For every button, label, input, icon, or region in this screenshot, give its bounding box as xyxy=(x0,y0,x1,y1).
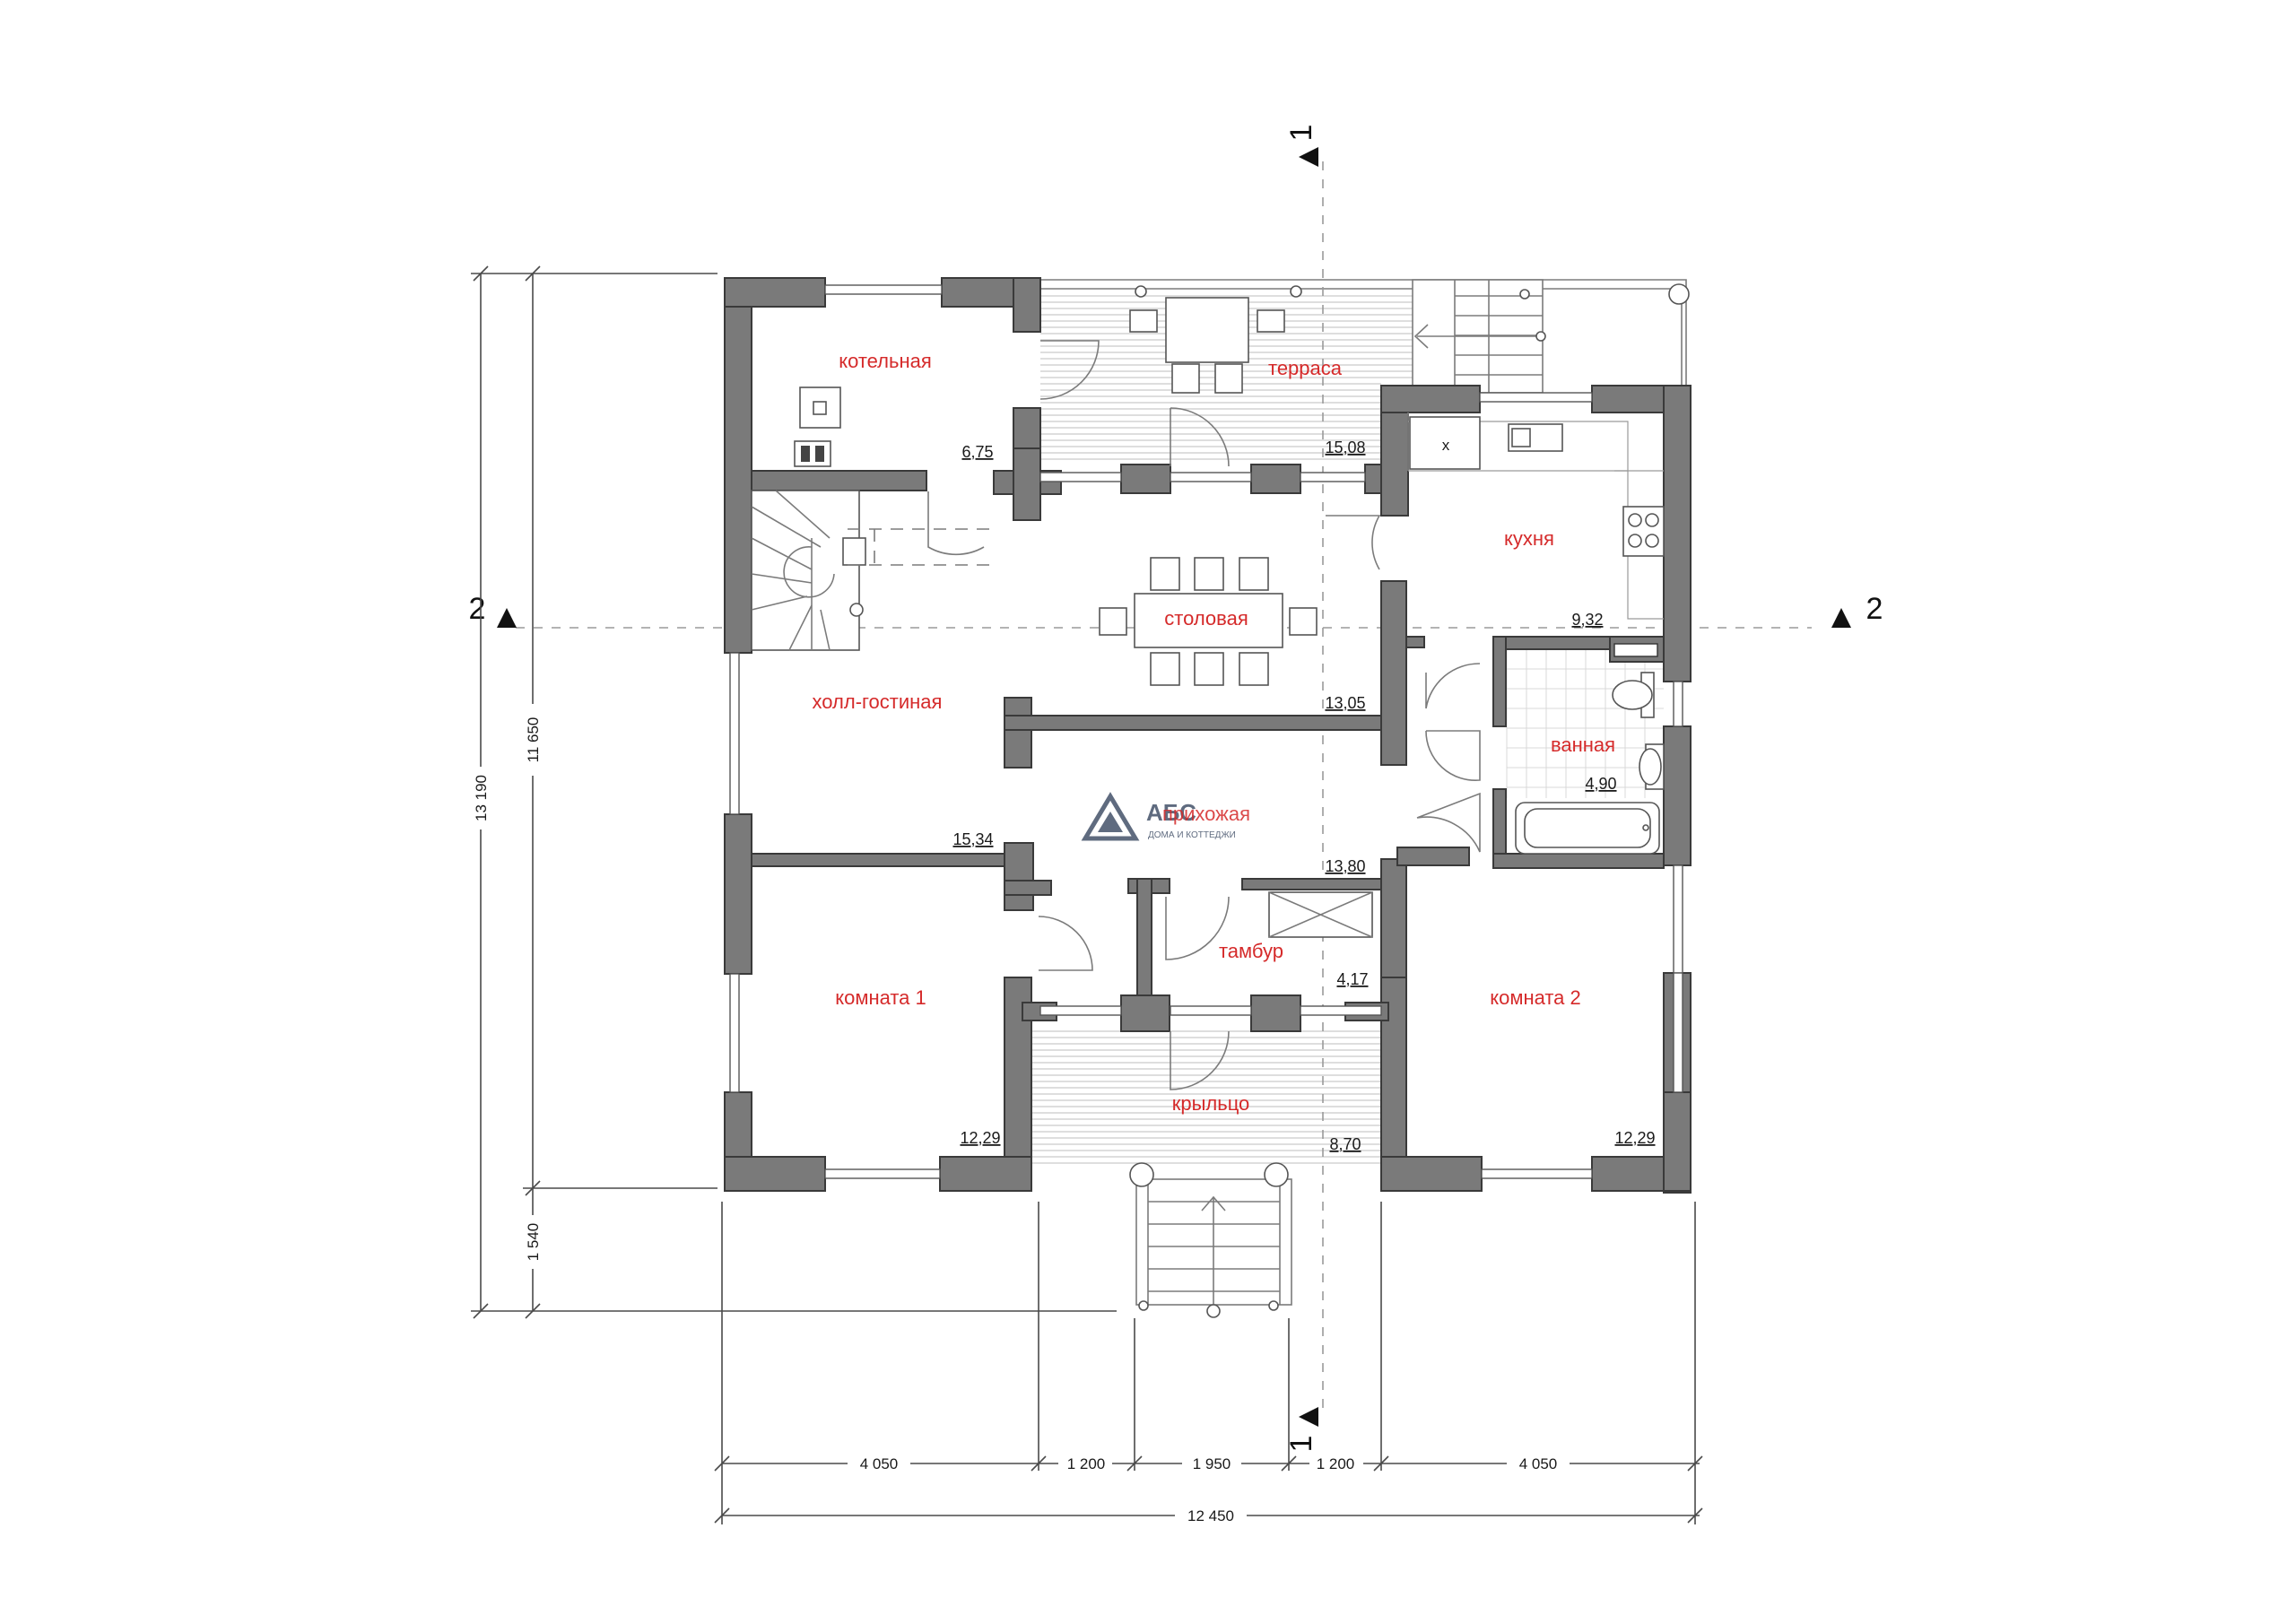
company-logo: АБС ДОМА И КОТТЕДЖИ xyxy=(1081,792,1236,841)
kitchen-furniture xyxy=(1407,413,1665,620)
room-2-name: комната 2 xyxy=(1490,986,1581,1009)
section-marker-top: 1 xyxy=(1284,125,1318,167)
wardrobe xyxy=(1268,891,1373,938)
room-boiler-name: котельная xyxy=(839,350,932,372)
dim-bottom-seg-5: 4 050 xyxy=(1519,1455,1558,1472)
room-dining-name: столовая xyxy=(1164,607,1248,630)
terrace-dining-set xyxy=(1129,297,1285,394)
windows xyxy=(729,284,1683,1179)
room-kitchen-name: кухня xyxy=(1504,527,1554,550)
section-marker-left: 2 xyxy=(469,592,517,628)
doors xyxy=(927,340,1481,1090)
room-2-area: 12,29 xyxy=(1614,1129,1655,1147)
logo-text: АБС xyxy=(1146,799,1196,826)
dimension-left: 13 190 11 650 1 540 xyxy=(468,265,1117,1319)
section-1-label-top: 1 xyxy=(1284,125,1318,142)
porch-stairs xyxy=(1129,1162,1292,1318)
terrace-stairs xyxy=(1412,279,1546,394)
stove-mark: x xyxy=(1442,437,1450,454)
dim-left-porch: 1 540 xyxy=(525,1223,542,1262)
room-lobby-name: прихожая xyxy=(1162,803,1250,825)
bathroom-fixtures xyxy=(1515,643,1665,855)
dim-bottom-total: 12 450 xyxy=(1187,1507,1234,1524)
room-boiler-area: 6,75 xyxy=(961,443,993,461)
room-labels: котельная 6,75 терраса 15,08 кухня 9,32 … xyxy=(813,350,1656,1153)
dim-left-total: 13 190 xyxy=(473,775,490,821)
room-porch-area: 8,70 xyxy=(1329,1135,1361,1153)
section-1-label-bottom: 1 xyxy=(1284,1436,1318,1453)
terrace-decking xyxy=(1040,295,1413,460)
room-dining-area: 13,05 xyxy=(1325,694,1365,712)
boiler-equipment xyxy=(794,386,841,467)
room-terrace-area: 15,08 xyxy=(1325,439,1365,456)
dimension-bottom: 4 050 1 200 1 950 1 200 4 050 12 450 xyxy=(714,1202,1703,1526)
room-hall-area: 15,34 xyxy=(952,830,993,848)
dim-bottom-seg-4: 1 200 xyxy=(1317,1455,1355,1472)
room-bathroom-name: ванная xyxy=(1551,734,1615,756)
logo-subtitle: ДОМА И КОТТЕДЖИ xyxy=(1148,830,1236,840)
room-vestibule-name: тамбур xyxy=(1219,940,1283,962)
dim-bottom-seg-1: 4 050 xyxy=(860,1455,899,1472)
interior-staircase xyxy=(751,490,996,651)
section-2-label-left: 2 xyxy=(469,592,486,626)
section-2-label-right: 2 xyxy=(1866,592,1883,626)
dim-bottom-seg-2: 1 200 xyxy=(1067,1455,1106,1472)
dim-left-main: 11 650 xyxy=(525,717,542,763)
room-kitchen-area: 9,32 xyxy=(1571,611,1603,629)
room-lobby-area: 13,80 xyxy=(1325,857,1365,875)
dining-set xyxy=(1099,557,1318,686)
room-1-name: комната 1 xyxy=(835,986,926,1009)
walls xyxy=(724,277,1692,1194)
room-porch-name: крыльцо xyxy=(1172,1092,1250,1115)
section-marker-right: 2 xyxy=(1831,592,1883,628)
dim-bottom-seg-3: 1 950 xyxy=(1193,1455,1231,1472)
room-bathroom-area: 4,90 xyxy=(1585,775,1616,793)
terrace-outline xyxy=(1013,279,1690,394)
room-vestibule-area: 4,17 xyxy=(1336,970,1368,988)
room-terrace-name: терраса xyxy=(1268,357,1343,379)
section-marker-bottom: 1 xyxy=(1284,1407,1318,1452)
room-hall-name: холл-гостиная xyxy=(813,690,943,713)
room-1-area: 12,29 xyxy=(960,1129,1000,1147)
